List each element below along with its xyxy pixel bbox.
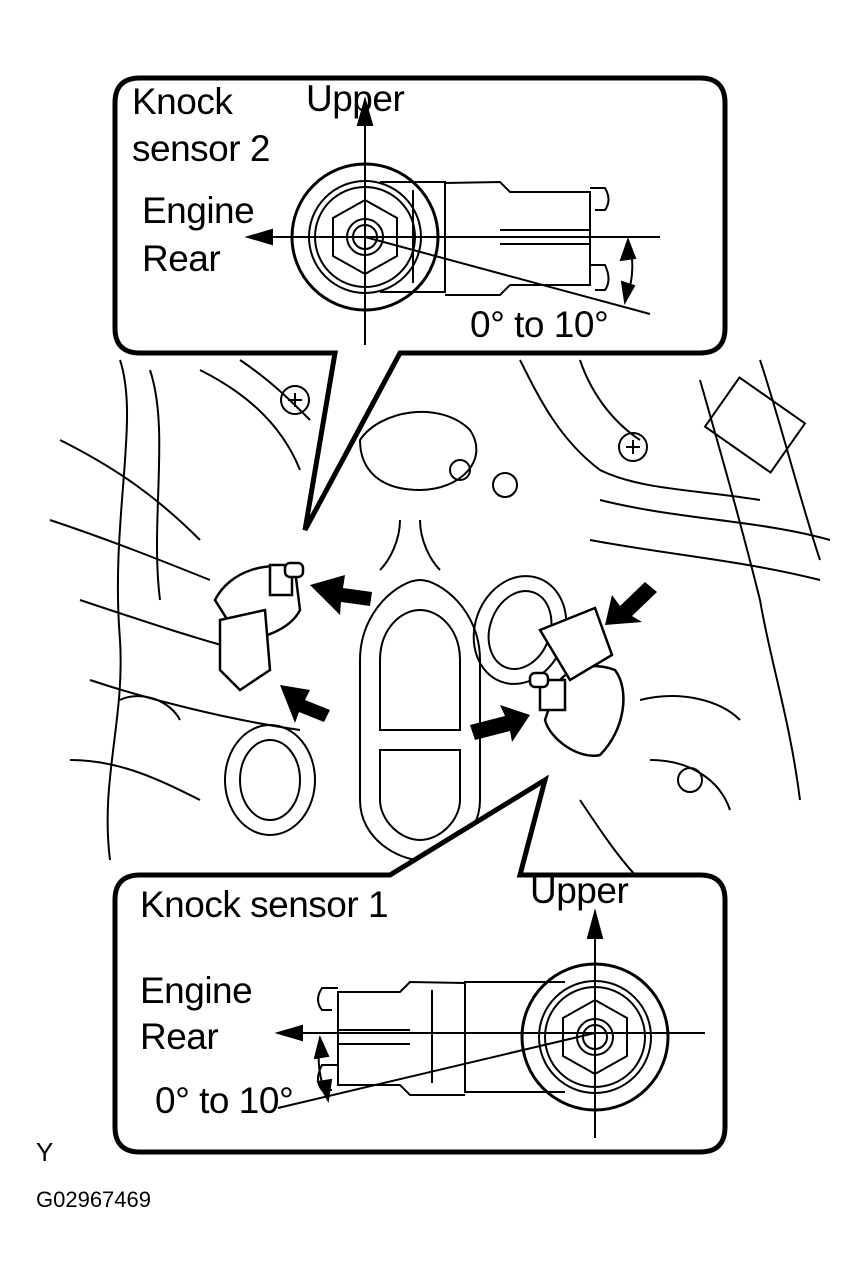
callout-top-title-line1: Knock — [132, 81, 233, 122]
arrow-icon — [470, 705, 530, 742]
callout-knock-sensor-1 — [112, 774, 728, 1155]
callout-bottom-angle-label: 0° to 10° — [155, 1080, 294, 1121]
callout-bottom-direction-line2: Rear — [140, 1016, 219, 1057]
callout-top-direction-line2: Rear — [142, 238, 221, 279]
pointer-arrows — [280, 575, 657, 742]
figure-id: G02967469 — [36, 1187, 151, 1212]
callout-bottom-direction-line1: Engine — [140, 970, 253, 1011]
arrow-icon — [605, 582, 657, 625]
knock-sensor-1-part — [528, 606, 625, 758]
callout-top-upper-label: Upper — [306, 78, 405, 119]
arrow-icon — [310, 575, 372, 615]
callout-top-title-line2: sensor 2 — [132, 128, 270, 169]
knock-sensor-2-part — [213, 561, 305, 692]
callout-top-angle-label: 0° to 10° — [470, 304, 609, 345]
arrow-icon — [280, 685, 330, 723]
callout-knock-sensor-2 — [112, 75, 728, 532]
view-marker: Y — [36, 1137, 54, 1167]
engine-illustration — [49, 359, 831, 881]
callout-bottom-upper-label: Upper — [530, 870, 629, 911]
callout-bottom-title: Knock sensor 1 — [140, 884, 389, 925]
callout-top-direction-line1: Engine — [142, 190, 255, 231]
